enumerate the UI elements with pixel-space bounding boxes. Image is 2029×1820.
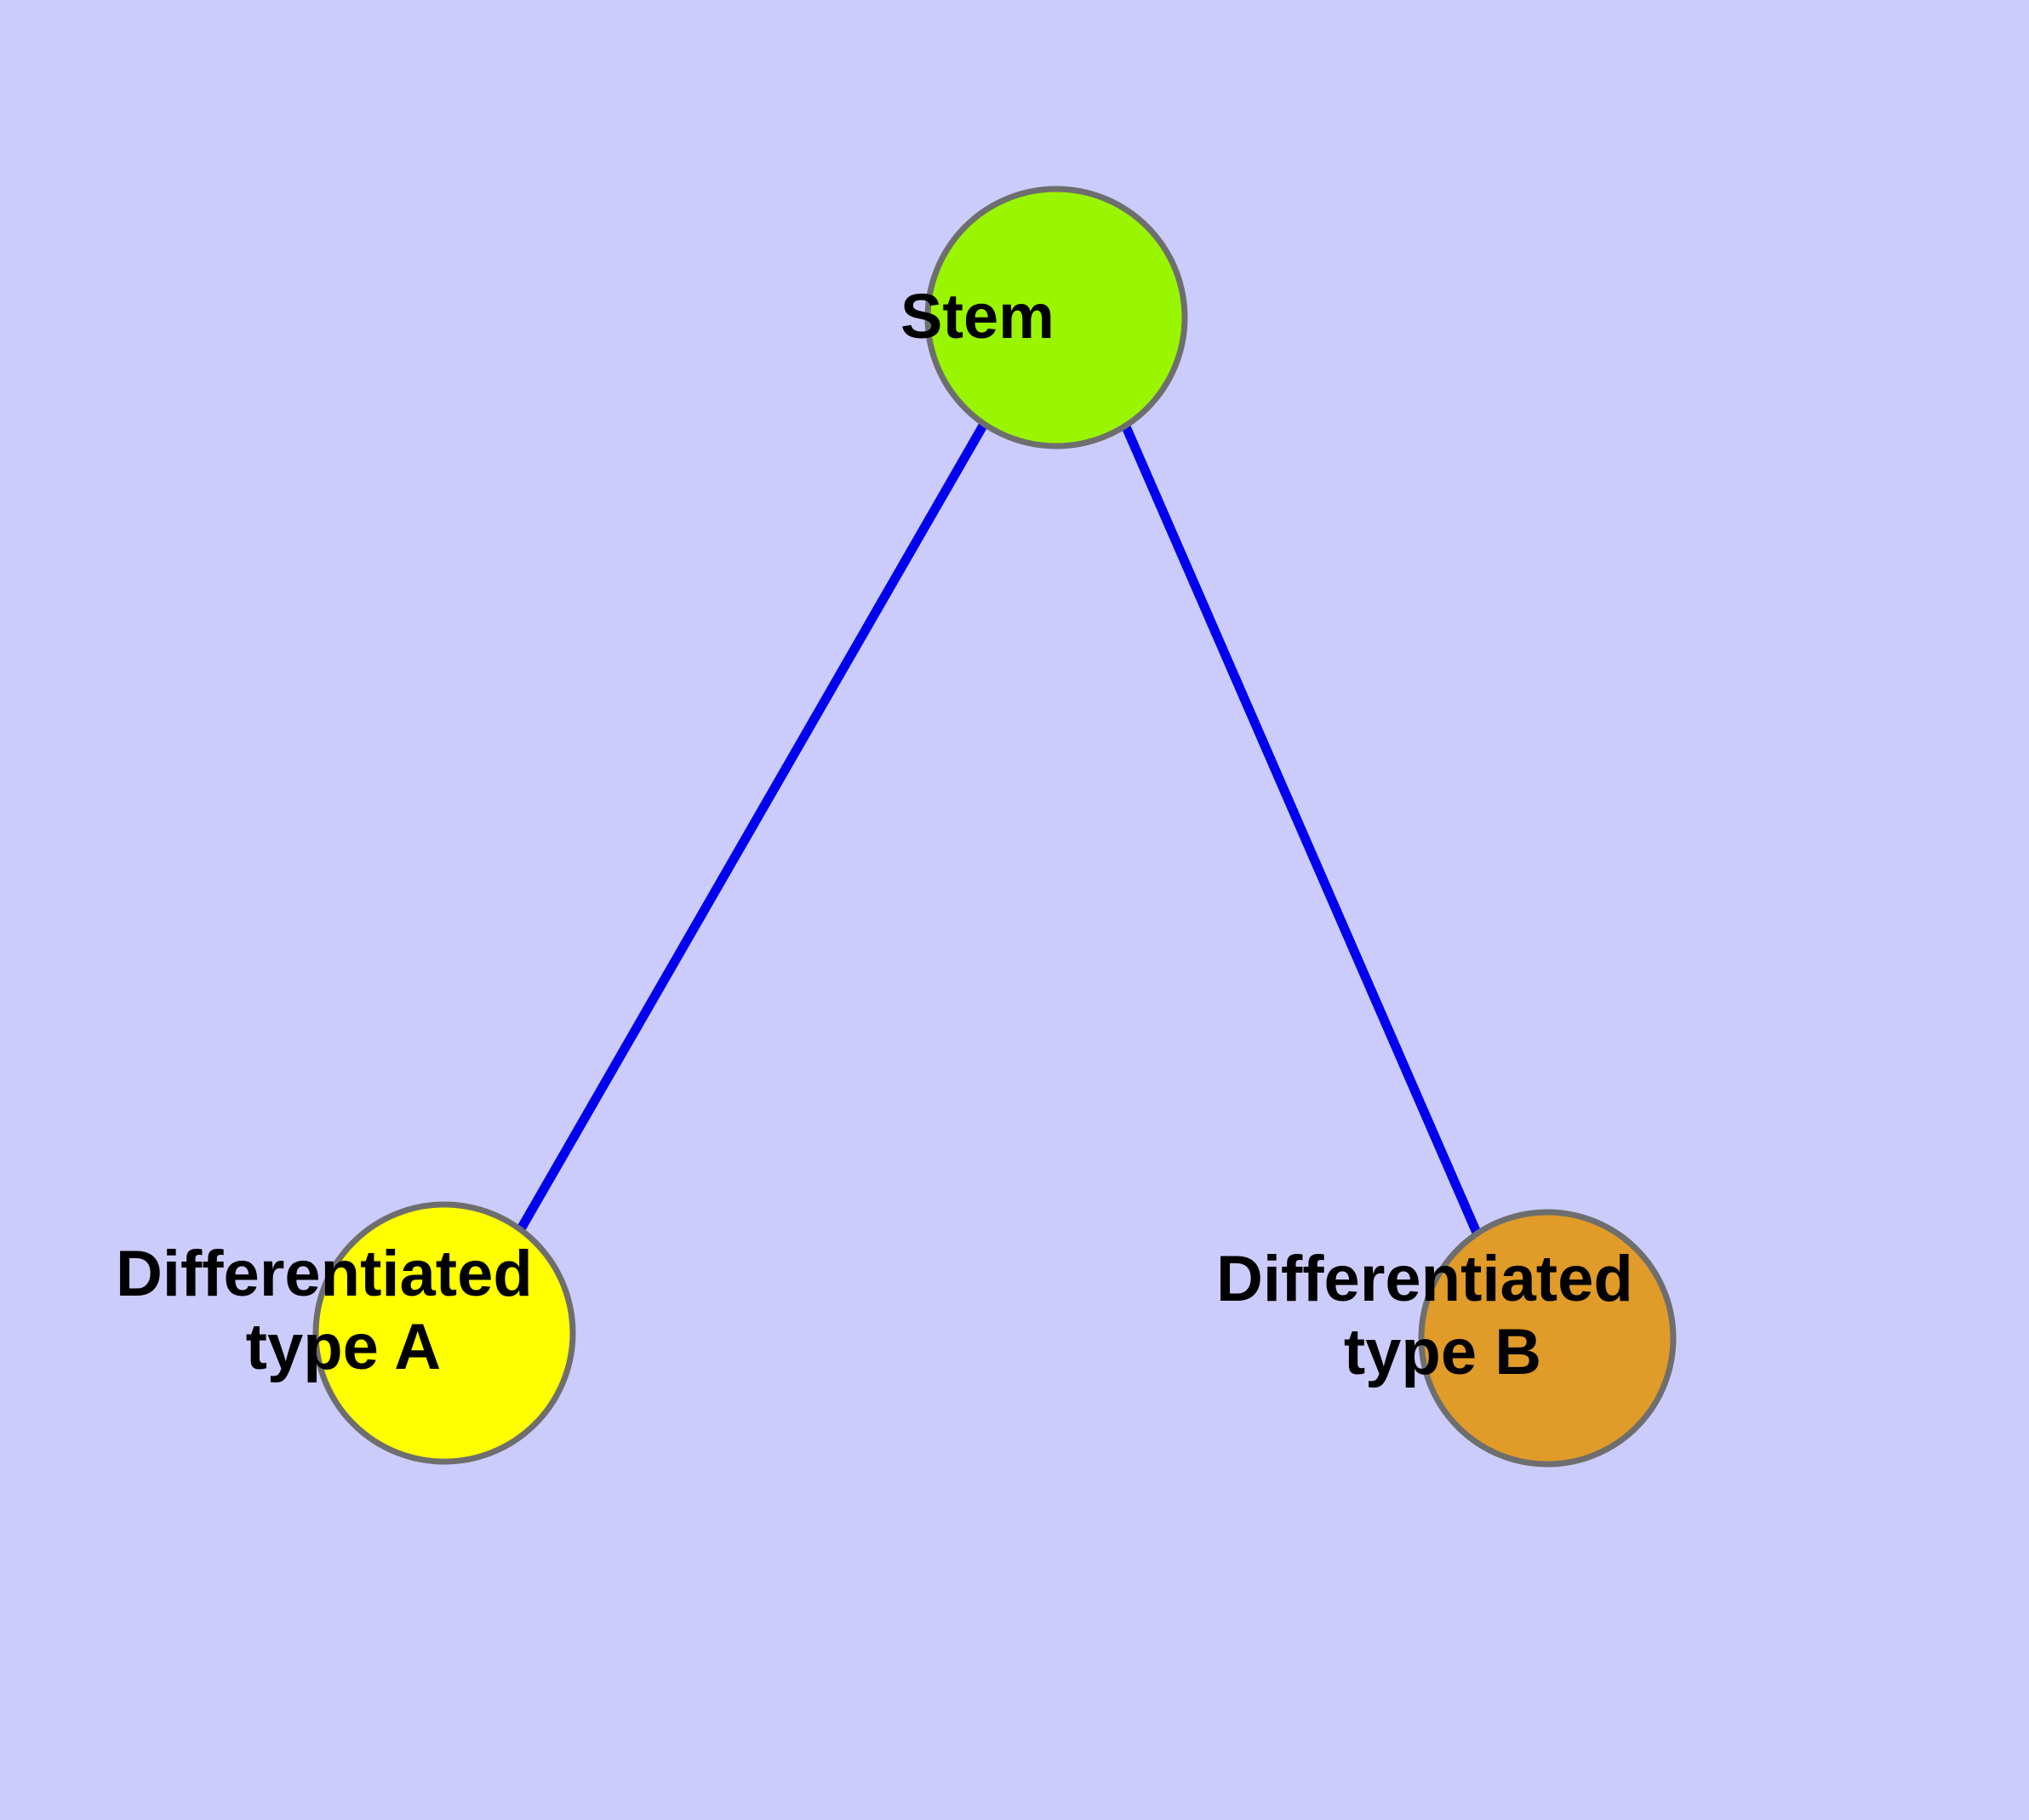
edge-stem-to-differentiated-type-b[interactable] (1120, 422, 1482, 1235)
stem-node-circle[interactable] (924, 186, 1188, 449)
edge-stem-to-differentiated-type-a[interactable] (517, 423, 987, 1230)
differentiated-type-a-node-circle[interactable] (312, 1201, 576, 1465)
diff-a-label-line-1: Differentiated (116, 1238, 533, 1310)
diff-a-label-line-2: type A (246, 1311, 440, 1383)
differentiated-type-b-node-circle[interactable] (1418, 1209, 1677, 1468)
node-differentiated-type-a[interactable]: Differentiated type A (116, 1201, 730, 1465)
stem-label-line-1: Stem (900, 281, 1055, 352)
node-differentiated-type-b[interactable]: Differentiated type B (1216, 1209, 1831, 1468)
stem-node-label: Stem (900, 281, 1212, 352)
edge-layer (517, 422, 1482, 1235)
node-layer: Stem Differentiated type A Differentiate… (116, 186, 1831, 1468)
diff-b-label-line-2: type B (1344, 1316, 1541, 1388)
differentiated-type-b-node-label: Differentiated type B (1216, 1243, 1831, 1388)
diff-b-label-line-1: Differentiated (1216, 1243, 1633, 1315)
node-stem[interactable]: Stem (900, 186, 1212, 449)
differentiated-type-a-node-label: Differentiated type A (116, 1238, 730, 1383)
